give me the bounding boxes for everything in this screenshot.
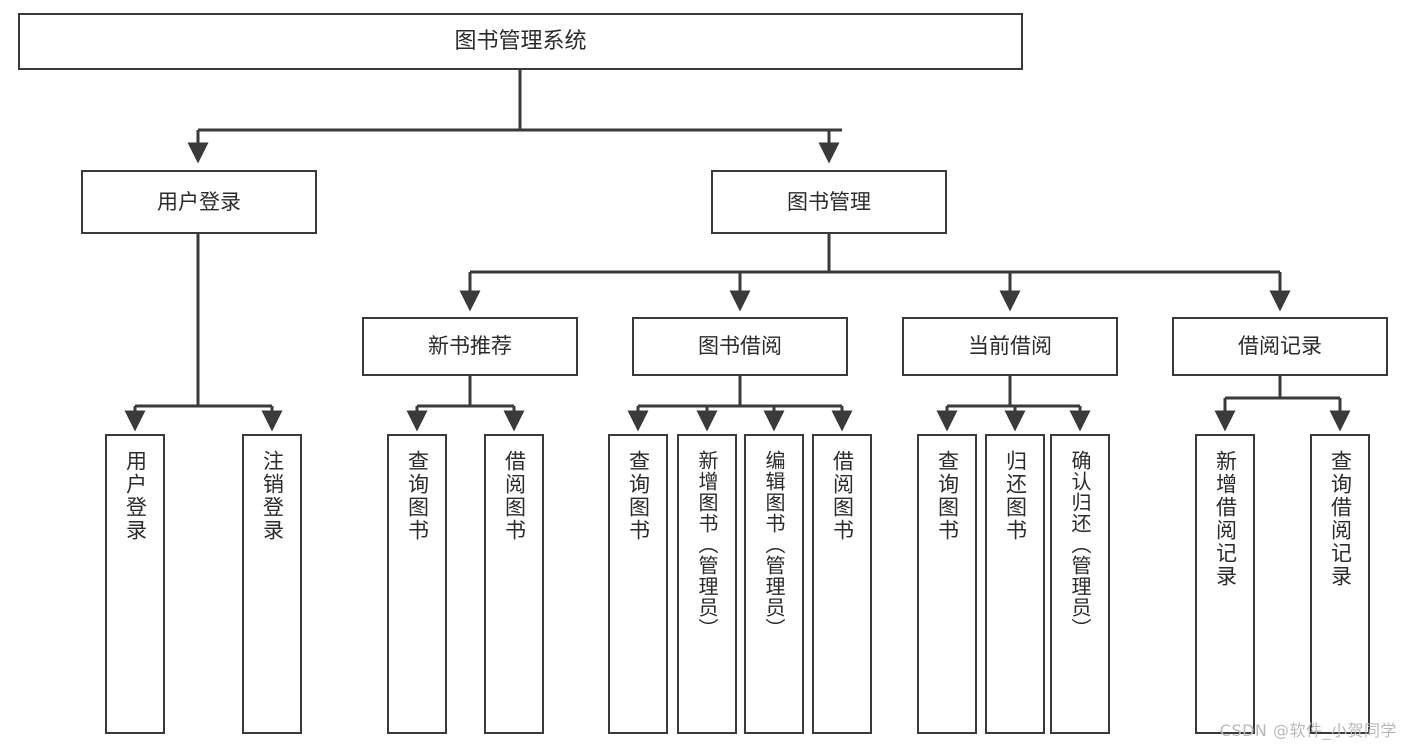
csdn-watermark: CSDN @软件_小贺同学 (1219, 721, 1397, 740)
node-book-borrow-label: 图书借阅 (698, 334, 782, 359)
leaf-logout-login-label: 注销登录 (260, 450, 285, 542)
leaf-user-login[interactable]: 用户登录 (105, 434, 165, 734)
leaf-user-login-label: 用户登录 (123, 450, 148, 542)
node-current-borrow[interactable]: 当前借阅 (902, 317, 1118, 376)
node-root-label: 图书管理系统 (454, 28, 587, 54)
leaf-return-book[interactable]: 归还图书 (985, 434, 1045, 734)
node-borrow-record[interactable]: 借阅记录 (1172, 317, 1388, 376)
leaf-query-book-1[interactable]: 查询图书 (387, 434, 447, 734)
node-new-book-rec-label: 新书推荐 (428, 334, 512, 359)
node-borrow-record-label: 借阅记录 (1238, 334, 1322, 359)
leaf-query-book-3[interactable]: 查询图书 (917, 434, 977, 734)
leaf-add-book[interactable]: 新增图书（管理员） (677, 434, 737, 734)
leaf-confirm-return[interactable]: 确认归还（管理员） (1050, 434, 1110, 734)
leaf-add-record[interactable]: 新增借阅记录 (1195, 434, 1255, 734)
node-root[interactable]: 图书管理系统 (18, 13, 1023, 70)
node-current-borrow-label: 当前借阅 (968, 334, 1052, 359)
leaf-query-book-3-label: 查询图书 (935, 450, 960, 542)
node-new-book-rec[interactable]: 新书推荐 (362, 317, 578, 376)
leaf-borrow-book-1[interactable]: 借阅图书 (484, 434, 544, 734)
leaf-return-book-label: 归还图书 (1003, 450, 1028, 542)
node-book-manage-label: 图书管理 (787, 189, 871, 214)
node-user-login-label: 用户登录 (157, 189, 241, 214)
leaf-query-record[interactable]: 查询借阅记录 (1310, 434, 1370, 734)
node-book-borrow[interactable]: 图书借阅 (632, 317, 848, 376)
leaf-query-book-1-label: 查询图书 (405, 450, 430, 542)
leaf-add-book-label: 新增图书（管理员） (695, 450, 719, 639)
leaf-add-record-label: 新增借阅记录 (1213, 450, 1238, 588)
leaf-edit-book-label: 编辑图书（管理员） (762, 450, 786, 639)
leaf-logout-login[interactable]: 注销登录 (242, 434, 302, 734)
leaf-query-book-2[interactable]: 查询图书 (608, 434, 668, 734)
leaf-borrow-book-2-label: 借阅图书 (830, 450, 855, 542)
leaf-query-book-2-label: 查询图书 (626, 450, 651, 542)
node-user-login[interactable]: 用户登录 (81, 170, 317, 234)
leaf-borrow-book-2[interactable]: 借阅图书 (812, 434, 872, 734)
leaf-borrow-book-1-label: 借阅图书 (502, 450, 527, 542)
leaf-confirm-return-label: 确认归还（管理员） (1068, 450, 1092, 639)
leaf-query-record-label: 查询借阅记录 (1328, 450, 1353, 588)
leaf-edit-book[interactable]: 编辑图书（管理员） (744, 434, 804, 734)
node-book-manage[interactable]: 图书管理 (711, 170, 947, 234)
